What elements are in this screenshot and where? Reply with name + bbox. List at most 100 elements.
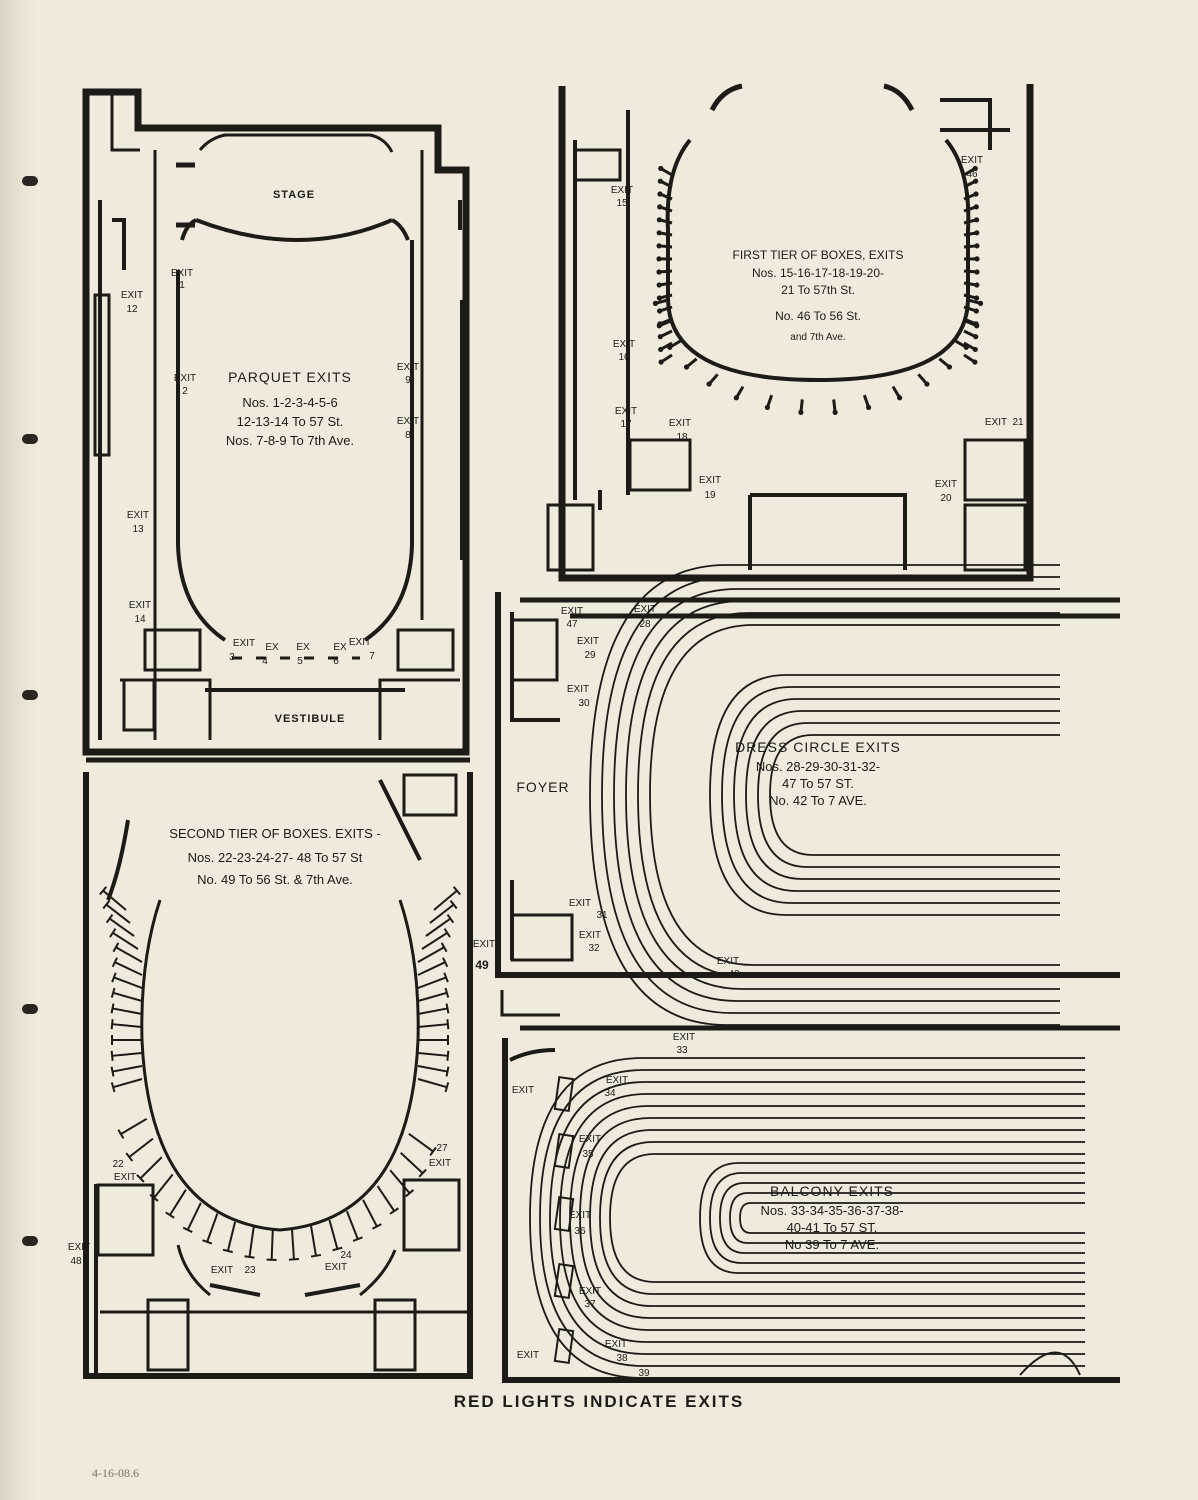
exit-word: EXIT	[699, 475, 721, 486]
balcony-row	[739, 1202, 1085, 1234]
box-partition	[660, 192, 673, 201]
parquet-line: 12-13-14 To 57 St.	[237, 414, 344, 429]
box-partition	[660, 180, 673, 189]
box-partition	[114, 961, 143, 976]
box-partition-cap	[389, 1207, 399, 1215]
balcony-row	[599, 1141, 1085, 1295]
exit-word: EXIT	[512, 1085, 534, 1096]
exit-number: 6	[333, 656, 339, 667]
box-partition	[128, 1137, 154, 1158]
box-partition-cap	[452, 886, 461, 896]
box-partition-cap	[110, 987, 116, 998]
box-partition	[659, 293, 673, 300]
box-partition	[417, 1023, 448, 1028]
box-partition-cap	[125, 1152, 134, 1162]
box-partition	[417, 976, 447, 989]
box-partition	[112, 1078, 143, 1089]
box-partition-cap	[288, 1258, 299, 1261]
box-partition-cap	[446, 1019, 450, 1030]
box-seat-mark	[656, 256, 662, 262]
balcony-line: No 39 To 7 AVE.	[785, 1237, 879, 1252]
exit-word: EXIT	[397, 416, 419, 427]
balcony-row	[559, 1093, 1085, 1343]
box-seat-mark	[658, 346, 664, 353]
first-tier-title: FIRST TIER OF BOXES, EXITS	[733, 248, 904, 262]
box-partition	[112, 1065, 143, 1073]
box-partition	[115, 946, 143, 963]
exit-word: EXIT	[579, 1286, 601, 1297]
dress-circle-row	[757, 722, 1060, 868]
box-partition-cap	[446, 913, 455, 924]
binding-hole	[22, 690, 38, 700]
exit-word: EXIT	[233, 638, 255, 649]
exit-word: EXIT	[615, 406, 637, 417]
box-seat-mark	[972, 165, 978, 172]
dress-circle-line: No. 42 To 7 AVE.	[769, 793, 867, 808]
exit-word: EXIT	[961, 155, 983, 166]
box-partition	[917, 373, 928, 385]
box-partition	[659, 218, 673, 225]
exit-number: 24	[340, 1250, 352, 1261]
box-partition-cap	[110, 1082, 116, 1093]
box-partition	[112, 1007, 143, 1015]
box-partition	[799, 399, 804, 412]
box-seat-mark	[973, 308, 979, 314]
box-seat-mark	[656, 217, 662, 223]
box-partition	[345, 1210, 359, 1240]
exit-word: EX	[265, 642, 279, 653]
pencil-note: 4-16-08.6	[92, 1466, 139, 1480]
box-partition	[660, 167, 673, 177]
first-tier-curve	[665, 138, 971, 383]
exit-word: EXIT	[429, 1158, 451, 1169]
dress-circle-row	[721, 686, 1060, 904]
balcony-line: Nos. 33-34-35-36-37-38-	[760, 1203, 903, 1218]
exit-number: 47	[566, 619, 578, 630]
box-partition	[660, 329, 673, 338]
box-partition-cap	[110, 1050, 114, 1061]
exit-number: 8	[405, 430, 411, 441]
exit-number: 17	[620, 419, 632, 430]
box-partition	[963, 244, 977, 249]
balcony-title: BALCONY EXITS	[770, 1183, 894, 1199]
exit-number: 27	[436, 1143, 448, 1154]
exit-word: EXIT	[129, 600, 151, 611]
box-partition	[291, 1229, 295, 1260]
box-partition-cap	[105, 913, 114, 924]
box-partition-cap	[109, 928, 117, 938]
box-partition	[686, 357, 698, 368]
box-seat-mark	[974, 323, 980, 329]
box-seat-mark	[798, 409, 804, 415]
exit-number: 23	[244, 1265, 256, 1276]
balcony-line: 40-41 To 57 ST.	[787, 1220, 878, 1235]
box-seat-mark	[974, 269, 980, 275]
exit-number: 48	[70, 1256, 82, 1267]
exit-number: 15	[616, 198, 628, 209]
exit-word: EXIT	[569, 1210, 591, 1221]
box-partition	[963, 353, 975, 363]
exit-number: 29	[584, 650, 596, 661]
box-seat-mark	[974, 230, 980, 236]
box-partition-cap	[110, 1019, 114, 1030]
box-partition-cap	[442, 957, 449, 968]
box-partition	[112, 1052, 143, 1057]
box-partition	[963, 218, 977, 225]
box-partition	[417, 991, 448, 1002]
exit-word: EX	[333, 642, 347, 653]
vestibule-label: VESTIBULE	[275, 713, 346, 725]
box-partition	[963, 329, 976, 338]
box-seat-mark	[946, 364, 953, 370]
box-partition	[153, 1173, 174, 1199]
second-tier-curve	[140, 899, 420, 1232]
dress-circle-row	[733, 698, 1060, 892]
box-seat-mark	[973, 191, 979, 197]
box-seat-mark	[683, 364, 690, 370]
box-partition-cap	[443, 972, 449, 983]
exit-number: 2	[182, 386, 188, 397]
exit-word: EXIT	[577, 636, 599, 647]
exit-number: 9	[405, 375, 411, 386]
exit-word: EXIT	[569, 898, 591, 909]
exit-word: EXIT	[473, 939, 495, 950]
box-partition-cap	[202, 1239, 213, 1245]
